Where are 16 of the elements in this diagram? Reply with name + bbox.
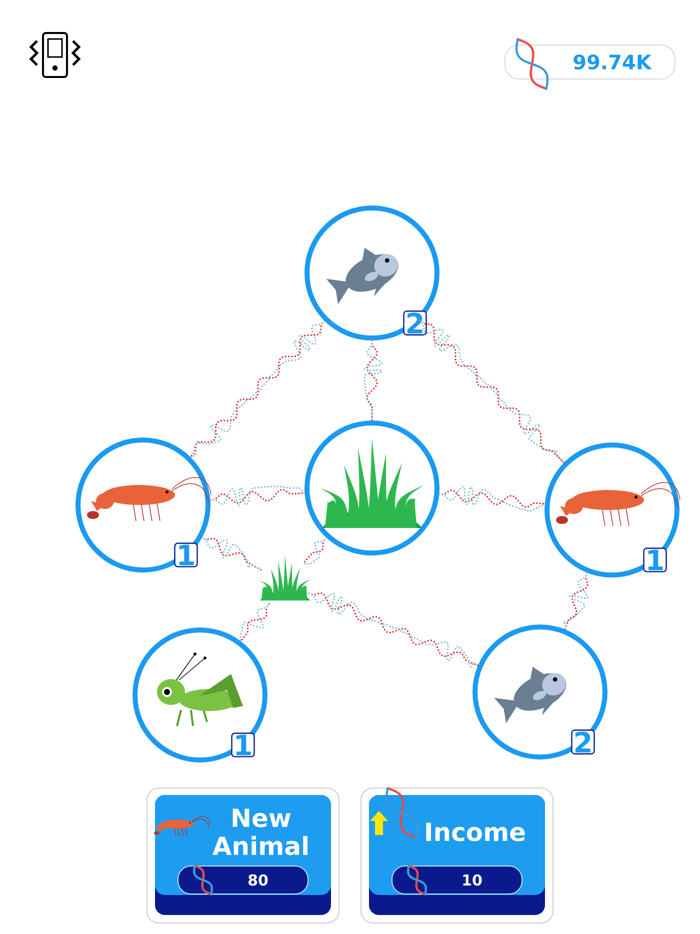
dna-link — [562, 572, 588, 630]
dna-link — [201, 536, 263, 572]
shop-button: New Animal 80 — [146, 788, 340, 924]
dna-link — [190, 320, 326, 458]
cost-pill: 80 — [178, 864, 308, 896]
dna-link — [438, 486, 546, 512]
grass-drawing — [259, 556, 311, 600]
dna-link — [308, 592, 479, 668]
shop-button: Income 10 — [360, 787, 554, 924]
dna-link — [363, 340, 383, 422]
dna-link — [419, 320, 565, 464]
dna-link — [209, 486, 306, 507]
dna-link — [302, 536, 328, 565]
dna-counter: 99.74K — [504, 38, 676, 90]
dna-link — [240, 603, 270, 642]
cost-pill: 10 — [392, 864, 522, 896]
